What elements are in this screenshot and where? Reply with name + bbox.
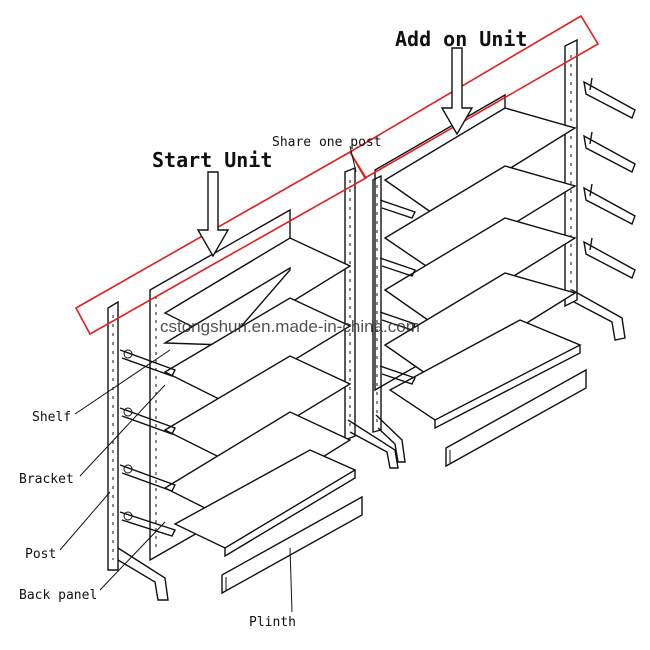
add-on-unit-back-post (564, 38, 626, 341)
shelf-label: Shelf (32, 410, 71, 425)
add-on-unit-highlight (348, 14, 600, 180)
start-unit-plinth (221, 495, 363, 595)
add-on-unit-front-post (372, 174, 406, 463)
add-on-unit-arrow (440, 47, 474, 136)
plinth-label: Plinth (249, 615, 296, 630)
post-label: Post (25, 547, 56, 562)
start-unit-shelves (162, 237, 357, 558)
start-unit-title: Start Unit (152, 148, 272, 172)
arrows (196, 47, 474, 258)
bracket-label: Bracket (19, 472, 74, 487)
add-on-unit-shelves (383, 107, 582, 430)
leader-lines (59, 145, 357, 613)
start-unit-back-post (344, 166, 399, 469)
start-unit-front-post (107, 300, 169, 601)
add-on-unit (372, 38, 636, 468)
share-one-post-label: Share one post (272, 135, 382, 150)
add-on-unit-title: Add on Unit (395, 27, 527, 51)
start-unit (107, 166, 399, 601)
back-panel-label: Back panel (19, 588, 97, 603)
highlight-boxes (74, 14, 600, 336)
watermark: cstongshun.en.made-in-china.com (160, 317, 420, 336)
start-unit-brackets (119, 349, 176, 537)
start-unit-arrow (196, 171, 230, 258)
loose-brackets (583, 77, 636, 279)
add-on-unit-brackets (379, 199, 416, 385)
add-on-unit-plinth (445, 368, 587, 468)
